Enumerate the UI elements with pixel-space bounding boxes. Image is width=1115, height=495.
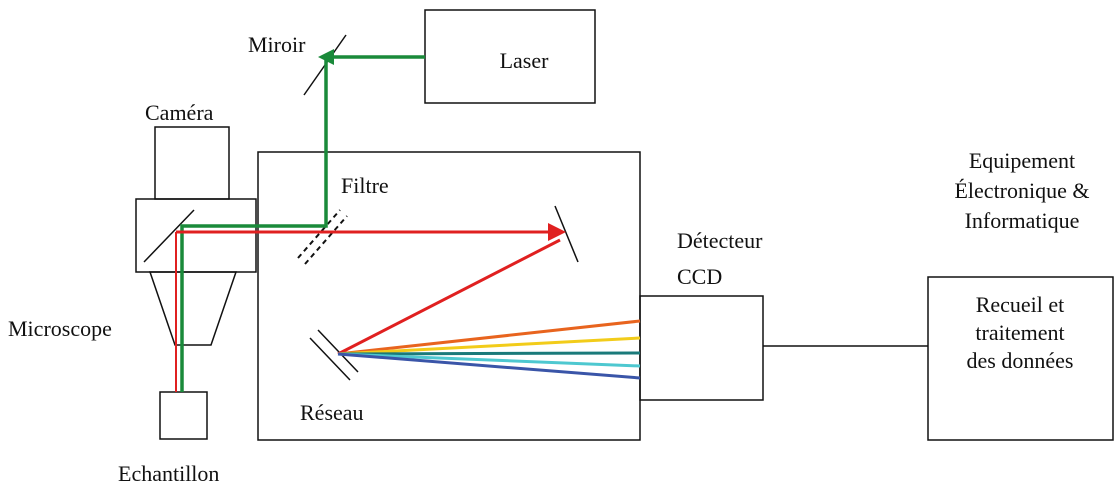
spectrum-ray-orange	[337, 319, 641, 356]
spectrum-ray-yellow	[337, 336, 641, 356]
laser-beam-arrowhead	[318, 49, 334, 65]
raman-beam-to-grating	[337, 238, 561, 356]
recueil-label-line1: Recueil et	[976, 292, 1065, 317]
equipement-label-line3: Informatique	[965, 208, 1080, 233]
camera-box	[154, 126, 230, 200]
raman-beam-arrowhead	[548, 223, 566, 241]
filtre-label: Filtre	[341, 173, 389, 198]
spectrum-ray-blue	[337, 352, 641, 380]
miroir-label: Miroir	[248, 32, 306, 57]
grating-line-a	[309, 337, 351, 381]
grating-line-b	[317, 329, 359, 373]
laser-label: Laser	[500, 48, 550, 73]
echantillon-label: Echantillon	[118, 461, 219, 486]
sample-box	[159, 391, 208, 440]
laser-beam	[180, 55, 425, 392]
computer-box	[927, 276, 1114, 441]
recueil-label-line2: traitement	[975, 320, 1064, 345]
spectrum-ray-cyan	[337, 352, 641, 368]
recueil-label-line3: des données	[967, 348, 1074, 373]
microscope-label: Microscope	[8, 316, 112, 341]
filter-line-b	[304, 215, 348, 265]
spectrum-ray-teal	[337, 351, 641, 356]
beam-splitter	[143, 209, 195, 263]
detecteur-label-line2: CCD	[677, 264, 722, 289]
focusing-mirror	[554, 205, 579, 263]
equipement-label-line1: Equipement	[969, 148, 1075, 173]
detecteur-label-line1: Détecteur	[677, 228, 763, 253]
ccd-detector-box	[639, 295, 764, 401]
microscope-objective	[148, 271, 238, 346]
camera-label: Caméra	[145, 100, 214, 125]
filter-line-a	[297, 209, 341, 259]
equipement-label-line2: Électronique &	[954, 178, 1089, 203]
reseau-label: Réseau	[300, 400, 364, 425]
microscope-body	[135, 198, 257, 273]
